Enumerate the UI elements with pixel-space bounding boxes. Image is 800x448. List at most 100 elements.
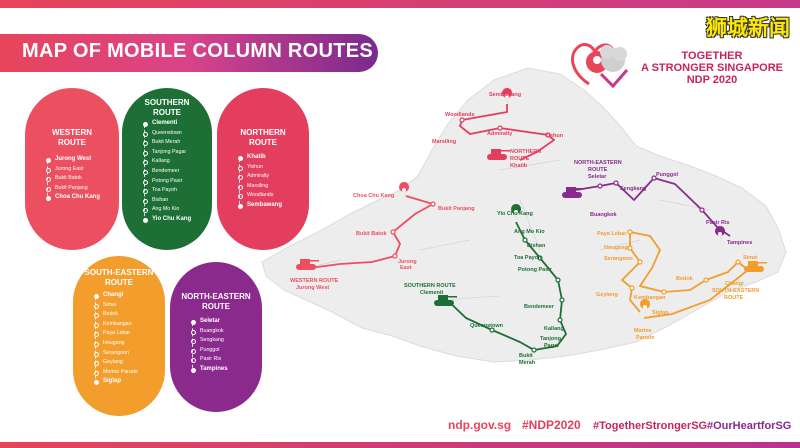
map-label-kembangan: Kembangan <box>634 295 666 301</box>
map-label-southern-route: SOUTHERN ROUTE <box>404 283 456 289</box>
list-item: Paya Lebar <box>89 329 165 339</box>
map-label-western-route: WESTERN ROUTE <box>290 278 339 284</box>
map-label-yishun: Yishun <box>545 133 564 139</box>
south-eastern-stop-list: Changi Simei Bedok Kembangan Paya Lebar … <box>89 291 165 387</box>
map-label-tanjong-pagar-2: Pagar <box>544 343 560 349</box>
page-title: MAP OF MOBILE COLUMN ROUTES <box>22 40 374 62</box>
list-item: Sembawang <box>233 201 309 211</box>
list-item: Siglap <box>89 377 165 387</box>
map-label-geylang: Geylang <box>596 292 618 298</box>
map-label-jurong-east-2: East <box>400 265 412 271</box>
list-item: Serangoon <box>89 349 165 359</box>
map-label-khatib: Khatib <box>510 163 528 169</box>
north-eastern-tank-icon <box>562 187 585 198</box>
northern-stop-list: Khatib Yishun Admiralty Marsiling Woodla… <box>233 153 309 211</box>
list-item: Tampines <box>186 365 262 375</box>
choa-chu-kang-pin-icon <box>399 182 410 201</box>
map-label-kallang: Kallang <box>544 326 564 332</box>
list-item: Khatib <box>233 153 309 163</box>
map-label-marsiling: Marsiling <box>432 139 456 145</box>
list-item: Admiralty <box>233 172 309 182</box>
map-label-tampines: Tampines <box>727 240 752 246</box>
map-label-clementi: Clementi <box>420 290 444 296</box>
list-item: Bendemeer <box>138 167 212 177</box>
footer-hashtag-heart[interactable]: #OurHeartforSG <box>707 420 792 432</box>
island-coast-detail <box>299 159 711 301</box>
map-label-punggol: Punggol <box>656 172 678 178</box>
southern-tank-icon <box>434 295 457 306</box>
ndp-heart-logo-icon <box>571 43 629 89</box>
list-item: Bukit Batok <box>41 174 119 184</box>
map-label-admiralty: Admiralty <box>487 131 513 137</box>
list-item: Clementi <box>138 119 212 129</box>
list-item: Jurong West <box>41 155 119 165</box>
southern-stop-list: Clementi Queenstown Bukit Merah Tanjong … <box>138 119 212 225</box>
tampines-pin-icon <box>715 226 726 245</box>
map-label-bedok: Bedok <box>676 276 694 282</box>
map-label-simei: Simei <box>743 255 758 261</box>
northern-route-path <box>458 104 556 161</box>
list-item: Bishan <box>138 196 212 206</box>
footer-website-link[interactable]: ndp.gov.sg <box>448 418 512 432</box>
ndp-slogan: TOGETHER A STRONGER SINGAPORE NDP 2020 <box>637 50 787 86</box>
footer-hashtag-ndp2020[interactable]: #NDP2020 <box>522 418 581 432</box>
map-label-marine-parade-2: Parade <box>636 335 654 341</box>
list-item: Hougang <box>89 339 165 349</box>
map-label-pasir-ris: Pasir Ris <box>706 220 730 226</box>
list-item: Simei <box>89 301 165 311</box>
footer-hashtag-together[interactable]: #TogetherStrongerSG <box>593 420 708 432</box>
list-item: Ang Mo Kio <box>138 205 212 215</box>
siglap-pin-icon <box>640 299 651 318</box>
map-label-changi: Changi <box>725 281 744 287</box>
list-item: Bukit Merah <box>138 138 212 148</box>
singapore-island-shape <box>261 67 787 363</box>
list-item: Sengkang <box>186 336 262 346</box>
list-item: Buangkok <box>186 327 262 337</box>
watermark-text: 狮城新闻 <box>706 16 790 40</box>
map-label-seletar: Seletar <box>588 174 607 180</box>
list-item: Woodlands <box>233 191 309 201</box>
map-label-bukit-merah-2: Merah <box>519 360 536 366</box>
map-label-serangoon: Serangoon <box>604 256 633 262</box>
top-gradient-bar <box>0 0 800 8</box>
map-label-sembawang: Sembawang <box>489 92 521 98</box>
list-item: Seletar <box>186 317 262 327</box>
map-label-toa-payoh: Toa Payoh <box>514 255 542 261</box>
list-item: Geylang <box>89 358 165 368</box>
list-item: Marsiling <box>233 182 309 192</box>
map-label-northern-route: NORTHERN <box>510 149 541 155</box>
map-label-buangkok: Buangkok <box>590 212 618 218</box>
list-item: Bedok <box>89 310 165 320</box>
list-item: Punggol <box>186 346 262 356</box>
list-item: Kallang <box>138 157 212 167</box>
map-label-bukit-merah: Bukit <box>519 353 533 359</box>
map-label-bishan: Bishan <box>527 243 546 249</box>
map-label-yio-chu-kang: Yio Chu Kang <box>497 211 533 217</box>
map-label-se-route: SOUTH-EASTERN <box>712 288 759 294</box>
title-banner <box>0 34 378 72</box>
map-label-ne-route-2: ROUTE <box>588 167 608 173</box>
map-label-northern-route-2: ROUTE <box>510 156 530 162</box>
map-label-ne-route: NORTH-EASTERN <box>574 160 622 166</box>
list-item: Tanjong Pagar <box>138 148 212 158</box>
map-label-bukit-batok: Bukit Batok <box>356 231 388 237</box>
list-item: Choa Chu Kang <box>41 193 119 203</box>
list-item: Marine Parade <box>89 368 165 378</box>
map-label-bukit-panjang: Bukit Panjang <box>438 206 475 212</box>
map-label-hougang: Hougang <box>604 245 628 251</box>
map-label-woodlands: Woodlands <box>445 112 475 118</box>
list-item: Yio Chu Kang <box>138 215 212 225</box>
map-label-siglap: Siglap <box>652 310 669 316</box>
map-label-jurong-west: Jurong West <box>296 285 329 291</box>
list-item: Bukit Panjang <box>41 184 119 194</box>
